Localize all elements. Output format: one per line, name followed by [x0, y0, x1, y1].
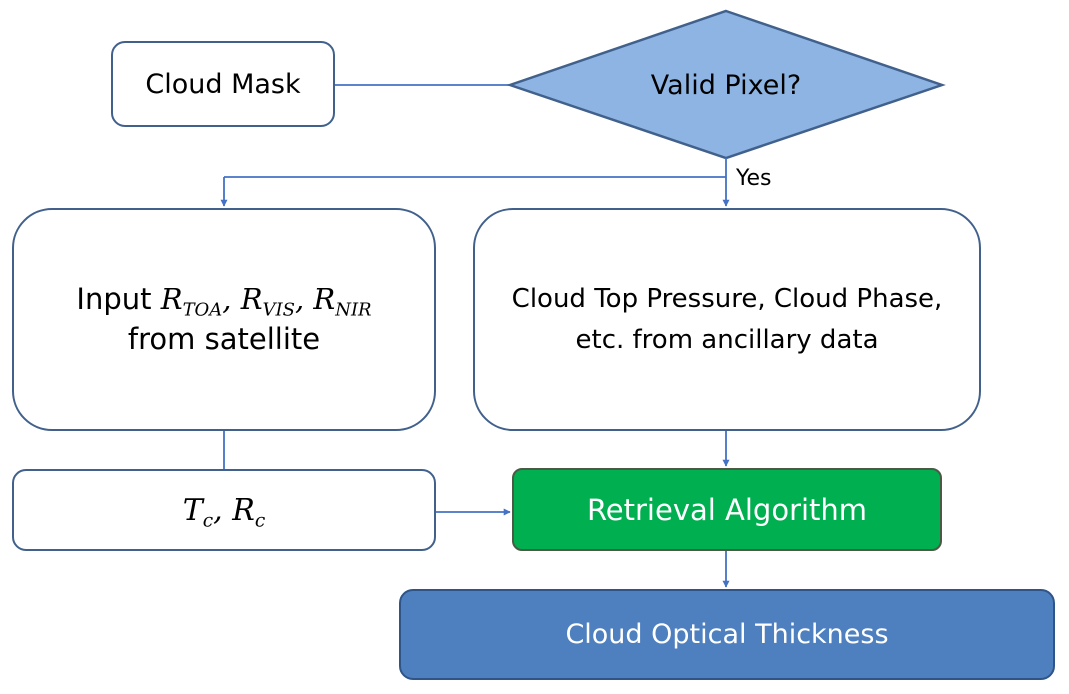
r-vis-symbol: RVIS: [240, 282, 295, 321]
input-sep-2: ,: [294, 282, 314, 317]
input-line-2: from satellite: [127, 321, 321, 356]
input-sep-1: ,: [222, 282, 241, 317]
r-nir-symbol: RNIR: [313, 282, 372, 321]
ancillary-label: Cloud Top Pressure, Cloud Phase, etc. fr…: [511, 284, 943, 355]
retrieval-algorithm-box: Retrieval Algorithm: [512, 468, 942, 551]
cloud-mask-label: Cloud Mask: [145, 68, 301, 100]
thickness-label: Cloud Optical Thickness: [565, 619, 889, 650]
input-prefix: Input: [76, 282, 161, 317]
input-satellite-box: Input RTOA, RVIS, RNIR from satellite: [12, 208, 436, 431]
retrieval-label: Retrieval Algorithm: [586, 492, 868, 527]
cloud-optical-thickness-box: Cloud Optical Thickness: [399, 589, 1055, 680]
yes-label: Yes: [736, 166, 772, 191]
cloud-mask-box: Cloud Mask: [111, 41, 335, 127]
ancillary-data-box: Cloud Top Pressure, Cloud Phase, etc. fr…: [473, 208, 981, 431]
tc-rc-box: Tc, Rc: [12, 469, 436, 551]
valid-pixel-label: Valid Pixel?: [650, 69, 802, 101]
r-toa-symbol: RTOA: [160, 282, 223, 321]
input-line-1: Input RTOA, RVIS, RNIR: [76, 280, 371, 319]
tc-rc-label: Tc, Rc: [182, 492, 266, 531]
